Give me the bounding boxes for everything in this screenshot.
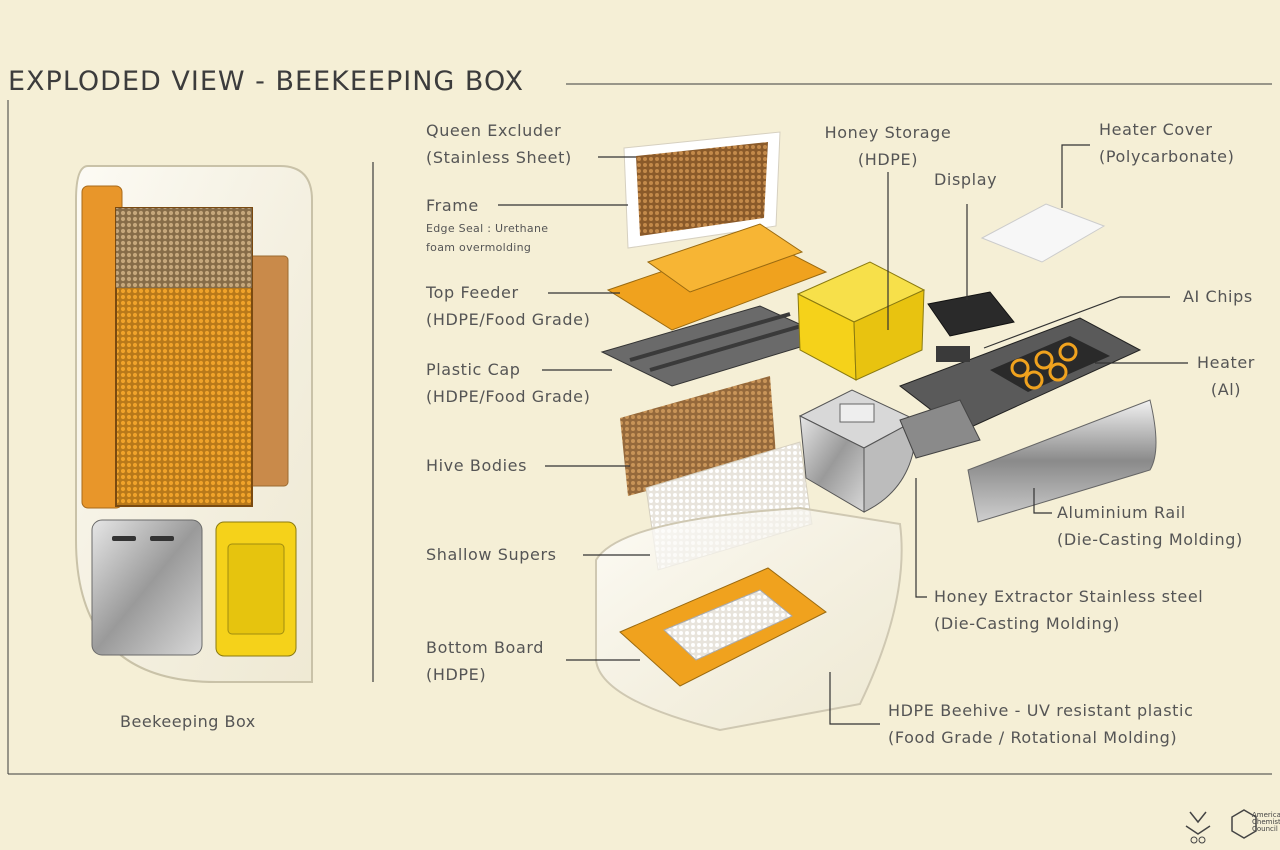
extractor-vent-1 xyxy=(112,536,136,541)
label-frame: Frame Edge Seal : Urethane foam overmold… xyxy=(426,192,548,257)
top-feeder-material: (HDPE/Food Grade) xyxy=(426,310,591,329)
box-caption: Beekeeping Box xyxy=(120,712,256,731)
exploded-parts xyxy=(595,131,1157,732)
label-beehive: HDPE Beehive - UV resistant plastic (Foo… xyxy=(888,697,1193,751)
label-heater-cover: Heater Cover (Polycarbonate) xyxy=(1099,116,1234,170)
aluminium-rail-material: (Die-Casting Molding) xyxy=(1057,530,1243,549)
bottom-board-material: (HDPE) xyxy=(426,665,487,684)
label-aluminium-rail: Aluminium Rail (Die-Casting Molding) xyxy=(1057,499,1243,553)
label-heater: Heater (Al) xyxy=(1192,349,1260,403)
label-shallow-supers: Shallow Supers xyxy=(426,541,557,568)
heater-cover-part xyxy=(980,203,1106,263)
frame-note-1: Edge Seal : Urethane xyxy=(426,222,549,235)
label-hive-bodies: Hive Bodies xyxy=(426,452,527,479)
honey-extractor-name: Honey Extractor Stainless steel xyxy=(934,587,1204,606)
acc-logo-icon xyxy=(1231,809,1257,839)
honey-storage-material: (HDPE) xyxy=(857,150,919,169)
acc-logo-text: American Chemistry Council xyxy=(1252,812,1280,833)
queen-excluder-part xyxy=(623,131,781,249)
frame-right-orange xyxy=(247,255,289,487)
acc-logo-line-1: American xyxy=(1252,811,1280,819)
ai-chips-name: AI Chips xyxy=(1183,287,1253,306)
extractor-vent-2 xyxy=(150,536,174,541)
leader-lines xyxy=(498,144,1188,725)
heater-cover-material: (Polycarbonate) xyxy=(1099,147,1235,166)
acc-logo-line-2: Chemistry xyxy=(1252,818,1280,826)
display-part xyxy=(927,291,1015,337)
honey-extractor-part xyxy=(798,389,918,513)
assembled-box-illustration xyxy=(75,165,313,683)
honey-storage-name: Honey Storage xyxy=(824,123,952,142)
hive-bodies-name: Hive Bodies xyxy=(426,456,528,475)
display-name: Display xyxy=(934,170,998,189)
rail-bar xyxy=(899,399,981,459)
queen-excluder-material: (Stainless Sheet) xyxy=(426,148,572,167)
bottom-board-name: Bottom Board xyxy=(426,638,544,657)
label-top-feeder: Top Feeder (HDPE/Food Grade) xyxy=(426,279,590,333)
bee-logo-icon xyxy=(1185,811,1211,844)
plastic-cap-material: (HDPE/Food Grade) xyxy=(426,387,591,406)
plastic-cap-name: Plastic Cap xyxy=(426,360,521,379)
extractor-unit xyxy=(91,519,203,656)
heater-cover-name: Heater Cover xyxy=(1099,120,1213,139)
acc-logo-line-3: Council xyxy=(1252,825,1278,833)
label-honey-storage: Honey Storage (HDPE) xyxy=(812,119,964,173)
beehive-name: HDPE Beehive - UV resistant plastic xyxy=(888,701,1194,720)
top-feeder-part xyxy=(606,223,828,331)
honey-storage-window xyxy=(227,543,285,635)
honey-storage-part xyxy=(796,261,926,381)
heater-material: (Al) xyxy=(1210,380,1242,399)
honey-extractor-material: (Die-Casting Molding) xyxy=(934,614,1120,633)
page-title: EXPLODED VIEW - BEEKEEPING BOX xyxy=(8,66,524,97)
label-bottom-board: Bottom Board (HDPE) xyxy=(426,634,544,688)
label-queen-excluder: Queen Excluder (Stainless Sheet) xyxy=(426,117,572,171)
aluminium-rail-name: Aluminium Rail xyxy=(1057,503,1186,522)
frame-note-2: foam overmolding xyxy=(426,241,532,254)
label-display: Display xyxy=(934,166,997,193)
label-ai-chips: AI Chips xyxy=(1183,283,1253,310)
queen-excluder-name: Queen Excluder xyxy=(426,121,562,140)
frame-name: Frame xyxy=(426,196,479,215)
plastic-cap-part xyxy=(600,305,832,387)
heater-name: Heater xyxy=(1197,353,1255,372)
label-plastic-cap: Plastic Cap (HDPE/Food Grade) xyxy=(426,356,590,410)
beehive-material: (Food Grade / Rotational Molding) xyxy=(888,728,1178,747)
shallow-supers-name: Shallow Supers xyxy=(426,545,557,564)
label-honey-extractor: Honey Extractor Stainless steel (Die-Cas… xyxy=(934,583,1203,637)
top-feeder-name: Top Feeder xyxy=(426,283,519,302)
honeycomb-top xyxy=(116,208,252,288)
bottom-board-part xyxy=(619,567,827,687)
aluminium-rail-part xyxy=(967,399,1157,523)
